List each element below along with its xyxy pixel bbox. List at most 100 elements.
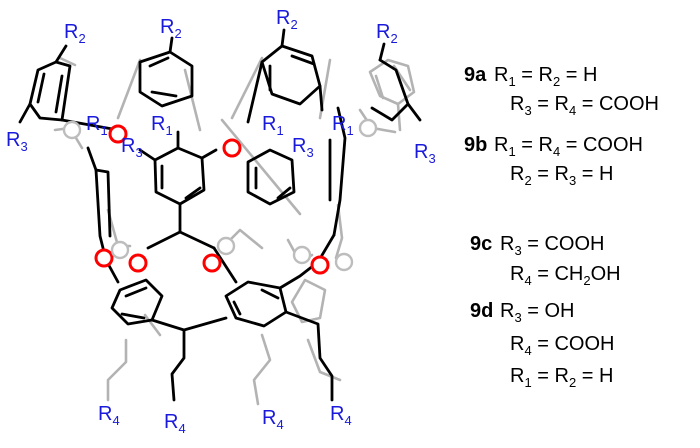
legend-text: = COOH [576, 93, 659, 115]
substituent-symbol: R [64, 21, 78, 43]
legend-text: = R [532, 365, 569, 387]
legend-subscript: 2 [524, 173, 531, 188]
legend-text: = H [576, 365, 613, 387]
substituent-index: 1 [100, 123, 107, 138]
legend-line: R2 = R3 = H [510, 163, 613, 188]
substituent-symbol: R [262, 113, 276, 135]
legend-text: = OH [522, 300, 575, 322]
substituent-index: 3 [306, 145, 313, 160]
legend-text: OH [591, 263, 621, 285]
legend-text: = COOH [522, 233, 605, 255]
compound-id: 9d [470, 300, 493, 322]
label-r3-center-right: R3 [292, 135, 314, 160]
oxygen-front-5 [202, 253, 222, 273]
label-r2-center-right: R2 [276, 7, 298, 32]
substituent-symbol: R [330, 403, 344, 425]
oxygen-back-2 [110, 240, 130, 260]
legend-text: = R [532, 93, 569, 115]
substituent-index: 1 [346, 123, 353, 138]
legend-text: R [500, 300, 514, 322]
substituent-symbol: R [151, 113, 165, 135]
substituent-symbol: R [164, 411, 178, 433]
oxygen-back-3 [216, 236, 236, 256]
substituent-symbol: R [292, 135, 306, 157]
legend-text: = R [532, 163, 569, 185]
legend-subscript: 3 [514, 310, 521, 325]
substituent-symbol: R [86, 113, 100, 135]
substituent-index: 4 [276, 417, 283, 432]
legend-subscript: 3 [524, 103, 531, 118]
legend-line: R1 = R2 = H [510, 365, 613, 390]
substituent-symbol: R [160, 16, 174, 38]
legend-text: R [510, 93, 524, 115]
substituent-symbol: R [121, 135, 135, 157]
substituent-symbol: R [276, 7, 290, 29]
label-r1-center: R1 [151, 113, 173, 138]
oxygen-front-3 [94, 248, 114, 268]
legend-text: R [510, 263, 524, 285]
substituent-symbol: R [6, 129, 20, 151]
legend-line: R3 = COOH [500, 233, 604, 258]
substituent-index: 2 [174, 26, 181, 41]
compound-id: 9a [464, 64, 487, 86]
oxygen-front-2 [222, 138, 242, 158]
legend-text: R [494, 64, 508, 86]
legend-text: = H [560, 64, 597, 86]
compound-id: 9c [470, 233, 492, 255]
substituent-index: 4 [112, 413, 119, 428]
legend-text: = R [516, 134, 553, 156]
label-r1-center-right: R1 [262, 113, 284, 138]
legend-text: R [510, 163, 524, 185]
legend-subscript: 3 [514, 243, 521, 258]
legend-text: R [500, 233, 514, 255]
legend-line: R3 = R4 = COOH [510, 93, 659, 118]
substituent-symbol: R [262, 407, 276, 429]
legend-subscript: 1 [524, 375, 531, 390]
oxygen-back-4 [292, 245, 312, 265]
substituent-index: 2 [290, 17, 297, 32]
oxygen-front-6 [310, 255, 330, 275]
substituent-symbol: R [414, 141, 428, 163]
legend-line: R4 = CH2OH [510, 263, 621, 288]
label-r4-3: R4 [262, 407, 284, 432]
legend-subscript: 4 [524, 343, 531, 358]
legend-text: = H [576, 163, 613, 185]
legend-subscript: 3 [569, 173, 576, 188]
legend-text: = CH [532, 263, 584, 285]
front-framework [18, 28, 422, 402]
substituent-index: 3 [135, 145, 142, 160]
oxygen-back-1 [62, 120, 82, 140]
label-r2-center-left: R2 [160, 16, 182, 41]
legend-subscript: 4 [524, 273, 531, 288]
legend-text: R [510, 333, 524, 355]
oxygen-atoms [62, 118, 378, 275]
legend-text: = COOH [532, 333, 615, 355]
label-r4-1: R4 [98, 403, 120, 428]
substituent-index: 1 [276, 123, 283, 138]
label-r1-left: R1 [86, 113, 108, 138]
legend-text: R [510, 365, 524, 387]
substituent-symbol: R [98, 403, 112, 425]
substituent-labels: R2 R2 R2 R2 R3 R1 R1 R3 R1 R3 R1 R3 R4 R… [6, 7, 436, 436]
legend-subscript: 2 [553, 74, 560, 89]
substituent-index: 4 [178, 421, 185, 436]
legend-subscript: 2 [583, 273, 590, 288]
legend-line: R1 = R4 = COOH [494, 134, 643, 159]
substituent-index: 1 [165, 123, 172, 138]
legend-text: = R [516, 64, 553, 86]
legend-line: R1 = R2 = H [494, 64, 597, 89]
label-r3-far-right: R3 [414, 141, 436, 166]
label-r2-far-left: R2 [64, 21, 86, 46]
substituent-index: 3 [428, 151, 435, 166]
substituent-symbol: R [376, 21, 390, 43]
label-r3-center: R3 [121, 135, 143, 160]
label-r2-far-right: R2 [376, 21, 398, 46]
legend-subscript: 1 [508, 74, 515, 89]
label-r1-right: R1 [332, 113, 354, 138]
